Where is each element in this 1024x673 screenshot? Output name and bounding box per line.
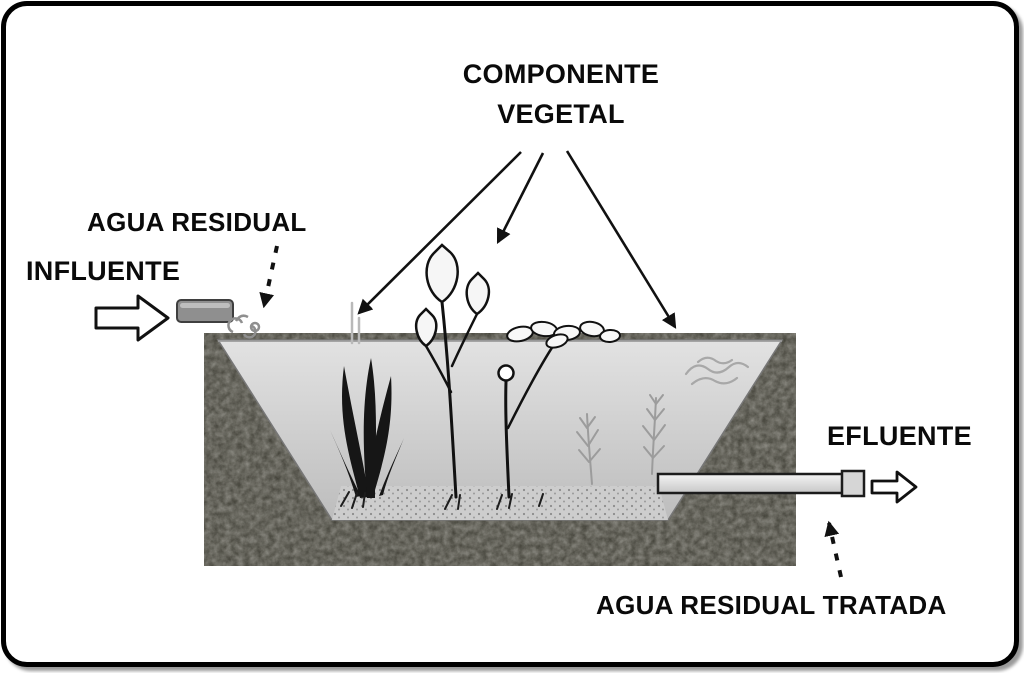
floating-leaves (506, 320, 621, 349)
dashed-pointer-arrows (259, 245, 843, 578)
title-line2: VEGETAL (497, 99, 625, 129)
inflow-splash (227, 314, 261, 339)
efluente-label: EFLUENTE (827, 421, 972, 451)
outlet-pipe (656, 469, 866, 498)
grass-plant (330, 358, 404, 498)
pointer-arrow-left (357, 151, 522, 315)
componente-vegetal-title: COMPONENTE VEGETAL (408, 54, 714, 134)
submerged-plants (576, 394, 666, 485)
influente-label: INFLUENTE (26, 256, 181, 286)
algae-scribble (684, 356, 750, 386)
plant-roots (340, 491, 544, 510)
effluent-arrow-icon (870, 470, 918, 504)
broadleaf-plant (414, 243, 491, 499)
basin-soil (204, 333, 796, 566)
agua-residual-label: AGUA RESIDUAL (87, 207, 307, 237)
vegetation-group (330, 243, 750, 510)
pointer-arrow-right (565, 150, 677, 329)
inlet-pipe (176, 299, 234, 323)
agua-tratada-pointer-arrow (824, 520, 843, 578)
title-line1: COMPONENTE (462, 59, 660, 89)
pointer-arrow-middle (496, 152, 545, 245)
agua-residual-pointer-arrow (259, 245, 279, 309)
agua-residual-tratada-label: AGUA RESIDUAL TRATADA (596, 590, 947, 620)
vegetal-pointer-arrows (357, 150, 677, 329)
shoot-plant (350, 301, 361, 345)
influent-arrow-icon (94, 294, 170, 342)
